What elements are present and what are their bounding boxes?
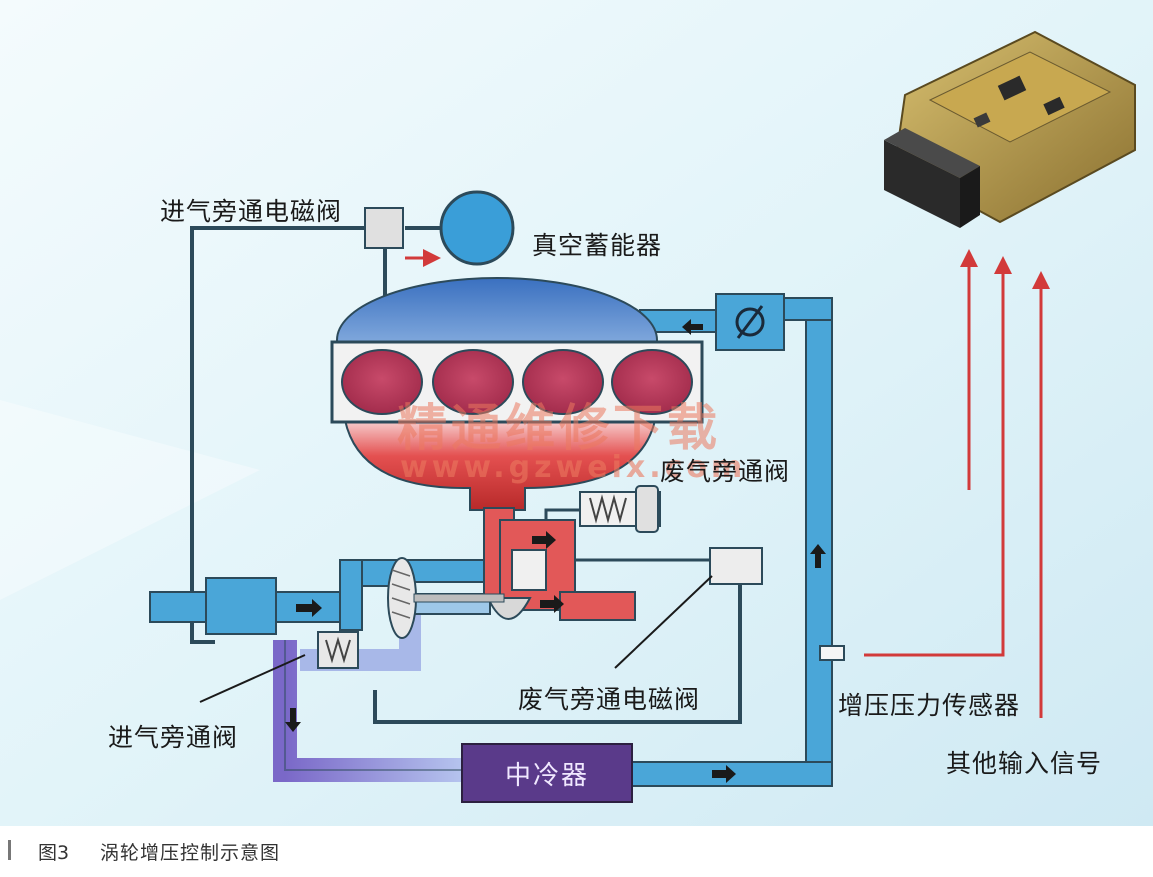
ecu-board-icon <box>884 30 1136 228</box>
leader-wastegate-solenoid <box>614 575 713 669</box>
cylinder-1 <box>341 349 423 415</box>
intercooler-block <box>461 743 633 803</box>
control-line-left <box>190 226 365 644</box>
boost-sensor-body <box>819 645 845 661</box>
vacuum-accumulator-tank <box>439 190 515 266</box>
figure-title: 涡轮增压控制示意图 <box>100 842 281 864</box>
label-intercooler: 中冷器 <box>504 760 589 791</box>
label-intake-bypass-solenoid: 进气旁通电磁阀 <box>160 197 343 226</box>
intercooler: 中冷器 <box>462 744 632 802</box>
figure-caption: 图3 涡轮增压控制示意图 <box>0 826 1153 873</box>
label-wastegate-valve: 废气旁通阀 <box>660 457 791 486</box>
flow-arrow-icon <box>285 319 826 783</box>
watermark-cn: 精通维修下载 <box>397 399 721 457</box>
label-intake-bypass-valve: 进气旁通阀 <box>108 723 239 752</box>
label-wastegate-solenoid: 废气旁通电磁阀 <box>518 685 701 714</box>
exhaust-manifold <box>343 419 657 511</box>
label-boost-pressure-sensor: 增压压力传感器 <box>838 691 1021 720</box>
caption-bar <box>8 840 11 860</box>
signal-arrow-icon <box>864 256 1012 657</box>
cylinder-4 <box>611 349 693 415</box>
cylinder-3 <box>522 349 604 415</box>
wastegate-solenoid-box <box>709 547 763 585</box>
figure-number: 图3 <box>38 842 70 864</box>
throttle-icon <box>735 305 765 339</box>
leader-intake-bypass-valve <box>199 654 306 703</box>
label-other-inputs: 其他输入信号 <box>946 749 1103 778</box>
cylinder-2 <box>432 349 514 415</box>
intake-bypass-solenoid-box <box>364 207 404 249</box>
watermark-url: www.gzweix.com <box>400 450 747 485</box>
label-vacuum-accumulator: 真空蓄能器 <box>532 231 663 260</box>
throttle-body-left <box>205 577 277 635</box>
